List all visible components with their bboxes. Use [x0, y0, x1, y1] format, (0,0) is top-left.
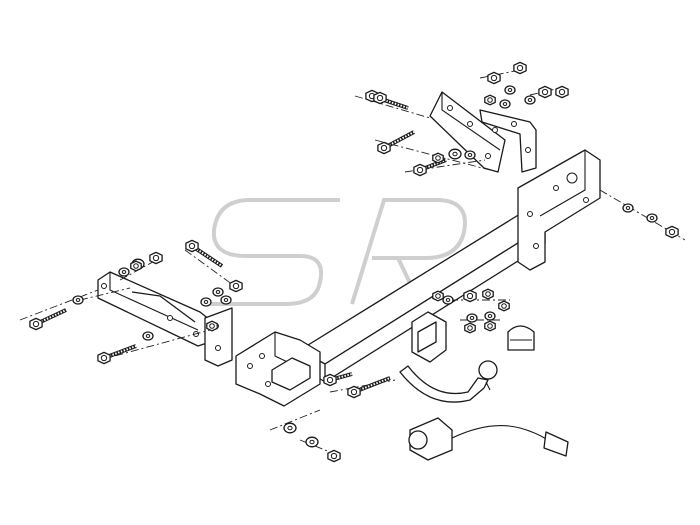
washer-bore	[527, 98, 533, 102]
washer-bore	[223, 298, 229, 302]
washer-bore	[75, 298, 81, 302]
right-side-bracket	[517, 149, 601, 271]
washer-bore	[452, 151, 458, 157]
hex-nut-bore	[466, 292, 474, 300]
hex-nut-bore	[558, 88, 566, 96]
washer-bore	[309, 439, 315, 445]
fasteners-group	[29, 61, 679, 463]
washer-bore	[502, 102, 508, 106]
washer-bore	[203, 300, 209, 304]
hex-nut-bore	[490, 74, 498, 82]
electrical-socket	[408, 417, 569, 461]
bolt-head-bore	[326, 376, 334, 384]
washer-bore	[145, 334, 151, 338]
bolt-head-bore	[416, 166, 424, 174]
hex-nut-bore	[209, 323, 215, 329]
assembly-axis-lines	[19, 69, 686, 457]
hex-nut-bore	[467, 325, 473, 331]
right-upper-plates	[429, 91, 537, 173]
hex-nut-bore	[133, 263, 139, 269]
bolt-head-bore	[350, 388, 358, 396]
washer-bore	[215, 290, 221, 294]
bolt-thread	[35, 309, 67, 325]
hex-nut-bore	[487, 323, 493, 329]
hex-nut-bore	[376, 94, 384, 102]
bolt-thread	[383, 131, 415, 149]
washer-bore	[649, 216, 655, 220]
bolt-head-bore	[380, 144, 388, 152]
washer-bore	[507, 88, 513, 92]
hex-nut-bore	[487, 97, 493, 103]
bolt-head-bore	[188, 242, 196, 250]
left-side-bracket	[204, 307, 321, 407]
hex-nut-bore	[501, 303, 507, 309]
washer-bore	[445, 298, 451, 302]
bolt-thread	[103, 345, 137, 359]
bolt-head-bore	[100, 354, 108, 362]
hex-nut-bore	[668, 228, 676, 236]
washer-bore	[469, 316, 475, 320]
hex-nut-bore	[516, 64, 524, 72]
hex-nut-bore	[435, 155, 441, 161]
washer-bore	[625, 206, 631, 210]
washer-bore	[467, 153, 473, 157]
hex-nut-bore	[152, 254, 160, 262]
hex-nut-bore	[541, 88, 549, 96]
washer-bore	[287, 425, 293, 431]
washer-bore	[487, 314, 493, 318]
tow-ball-assembly	[399, 311, 498, 403]
socket-cover	[507, 325, 535, 351]
washer-bore	[121, 270, 127, 274]
hex-nut-bore	[485, 291, 491, 297]
hex-nut-bore	[232, 282, 240, 290]
hex-nut-bore	[435, 293, 441, 299]
bolt-head-bore	[32, 320, 40, 328]
hex-nut-bore	[330, 452, 338, 460]
